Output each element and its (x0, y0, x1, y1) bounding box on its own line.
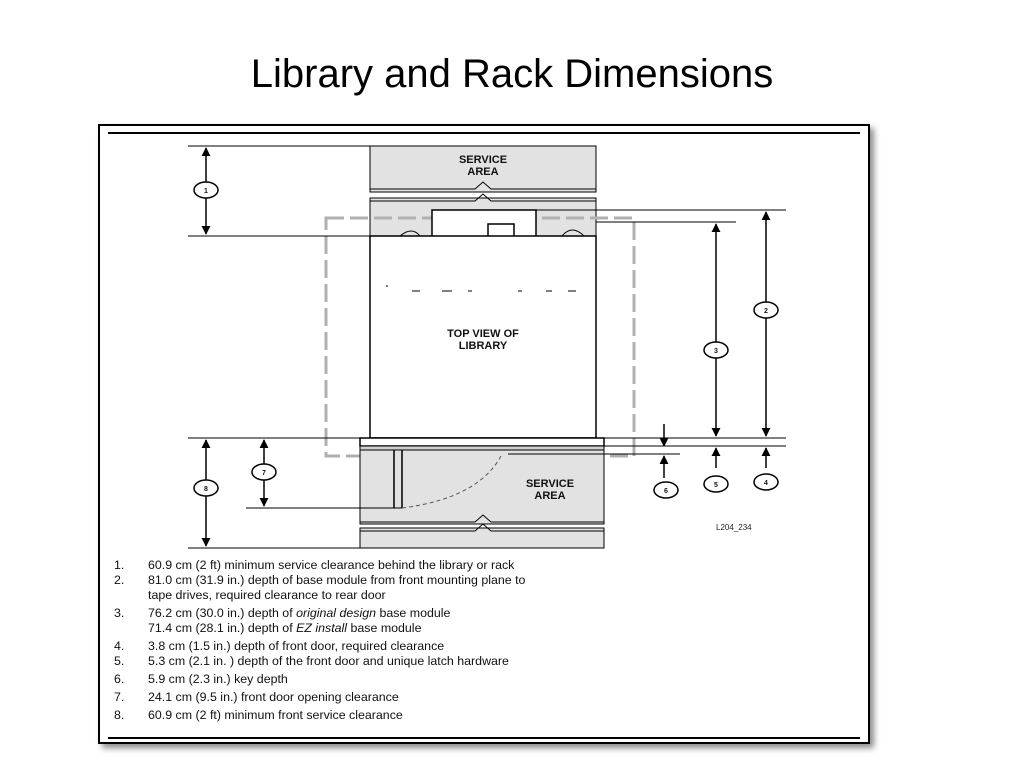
legend-line: tape drives, required clearance to rear … (148, 588, 386, 602)
legend-text: 5.3 cm (2.1 in. ) depth of the front doo… (148, 654, 509, 668)
legend-item-6: 6. 5.9 cm (2.3 in.) key depth (114, 672, 854, 687)
legend-number: 8. (114, 708, 125, 722)
top-view-label-line1: TOP VIEW OF (447, 328, 519, 340)
legend-item-2: 2. 81.0 cm (31.9 in.) depth of base modu… (114, 573, 854, 603)
legend-text: 5.9 cm (2.3 in.) key depth (148, 672, 288, 686)
dimension-legend: 1. 60.9 cm (2 ft) minimum service cleara… (114, 558, 854, 723)
front-service-label-line2: AREA (534, 490, 565, 502)
callout-5: 5 (703, 475, 729, 493)
rear-service-label-line1: SERVICE (459, 154, 507, 166)
front-break-line (360, 514, 604, 523)
front-door (359, 437, 605, 447)
front-break-line-2 (360, 523, 604, 532)
door-swing-arc (401, 453, 503, 509)
svg-text:8: 8 (204, 486, 208, 493)
legend-text: 24.1 cm (9.5 in.) front door opening cle… (148, 690, 399, 704)
front-service-label-line1: SERVICE (526, 478, 574, 490)
svg-text:3: 3 (714, 348, 718, 355)
front-door-latch-strip (359, 445, 605, 451)
legend-text: 60.9 cm (2 ft) minimum service clearance… (148, 558, 515, 572)
library-marks (386, 285, 576, 292)
legend-text: 60.9 cm (2 ft) minimum front service cle… (148, 708, 403, 722)
tape-drive-module (431, 209, 537, 239)
legend-item-8: 8. 60.9 cm (2 ft) minimum front service … (114, 708, 854, 723)
legend-text: 76.2 cm (30.0 in.) depth of original des… (148, 606, 854, 636)
callout-4: 4 (753, 473, 779, 491)
legend-number: 5. (114, 654, 125, 668)
legend-number: 3. (114, 606, 125, 620)
svg-text:2: 2 (764, 308, 768, 315)
legend-number: 1. (114, 558, 125, 572)
legend-number: 7. (114, 690, 125, 704)
legend-number: 2. (114, 573, 125, 587)
legend-number: 4. (114, 639, 125, 653)
legend-number: 6. (114, 672, 125, 686)
svg-text:1: 1 (204, 188, 208, 195)
rear-service-label-line2: AREA (467, 166, 498, 178)
callout-7: 7 (251, 463, 277, 481)
legend-line: 76.2 cm (30.0 in.) depth of original des… (148, 606, 451, 620)
figure-frame: SERVICE AREA TOP VIEW OF LIBRARY (98, 124, 870, 744)
dimension-arrows (201, 147, 771, 547)
legend-item-7: 7. 24.1 cm (9.5 in.) front door opening … (114, 690, 854, 705)
rear-break-line-2 (370, 193, 596, 202)
top-view-label-line2: LIBRARY (459, 340, 508, 352)
svg-text:7: 7 (262, 470, 266, 477)
library-diagram: SERVICE AREA TOP VIEW OF LIBRARY (108, 132, 860, 739)
legend-item-5: 5. 5.3 cm (2.1 in. ) depth of the front … (114, 654, 854, 669)
slide-title: Library and Rack Dimensions (250, 52, 774, 96)
rear-service-area (369, 145, 597, 193)
cable-loops (399, 229, 585, 237)
legend-text: 3.8 cm (1.5 in.) depth of front door, re… (148, 639, 445, 653)
callout-8: 8 (193, 479, 219, 497)
legend-line: 81.0 cm (31.9 in.) depth of base module … (148, 573, 526, 587)
svg-text:5: 5 (714, 482, 718, 489)
rear-break-line (370, 181, 596, 190)
legend-text: 81.0 cm (31.9 in.) depth of base module … (148, 573, 854, 603)
callout-3: 3 (703, 341, 729, 359)
legend-item-4: 4. 3.8 cm (1.5 in.) depth of front door,… (114, 639, 854, 654)
figure-code: L204_234 (716, 523, 752, 532)
legend-item-1: 1. 60.9 cm (2 ft) minimum service cleara… (114, 558, 854, 573)
svg-text:6: 6 (664, 488, 668, 495)
front-service-area (359, 449, 605, 525)
callout-2: 2 (753, 301, 779, 319)
callout-1: 1 (193, 181, 219, 199)
legend-item-3: 3. 76.2 cm (30.0 in.) depth of original … (114, 606, 854, 636)
front-service-area-lower (359, 527, 605, 549)
reference-lines (188, 145, 786, 549)
callout-6: 6 (653, 481, 679, 499)
legend-line: 71.4 cm (28.1 in.) depth of EZ install b… (148, 621, 422, 635)
svg-text:4: 4 (764, 480, 768, 487)
